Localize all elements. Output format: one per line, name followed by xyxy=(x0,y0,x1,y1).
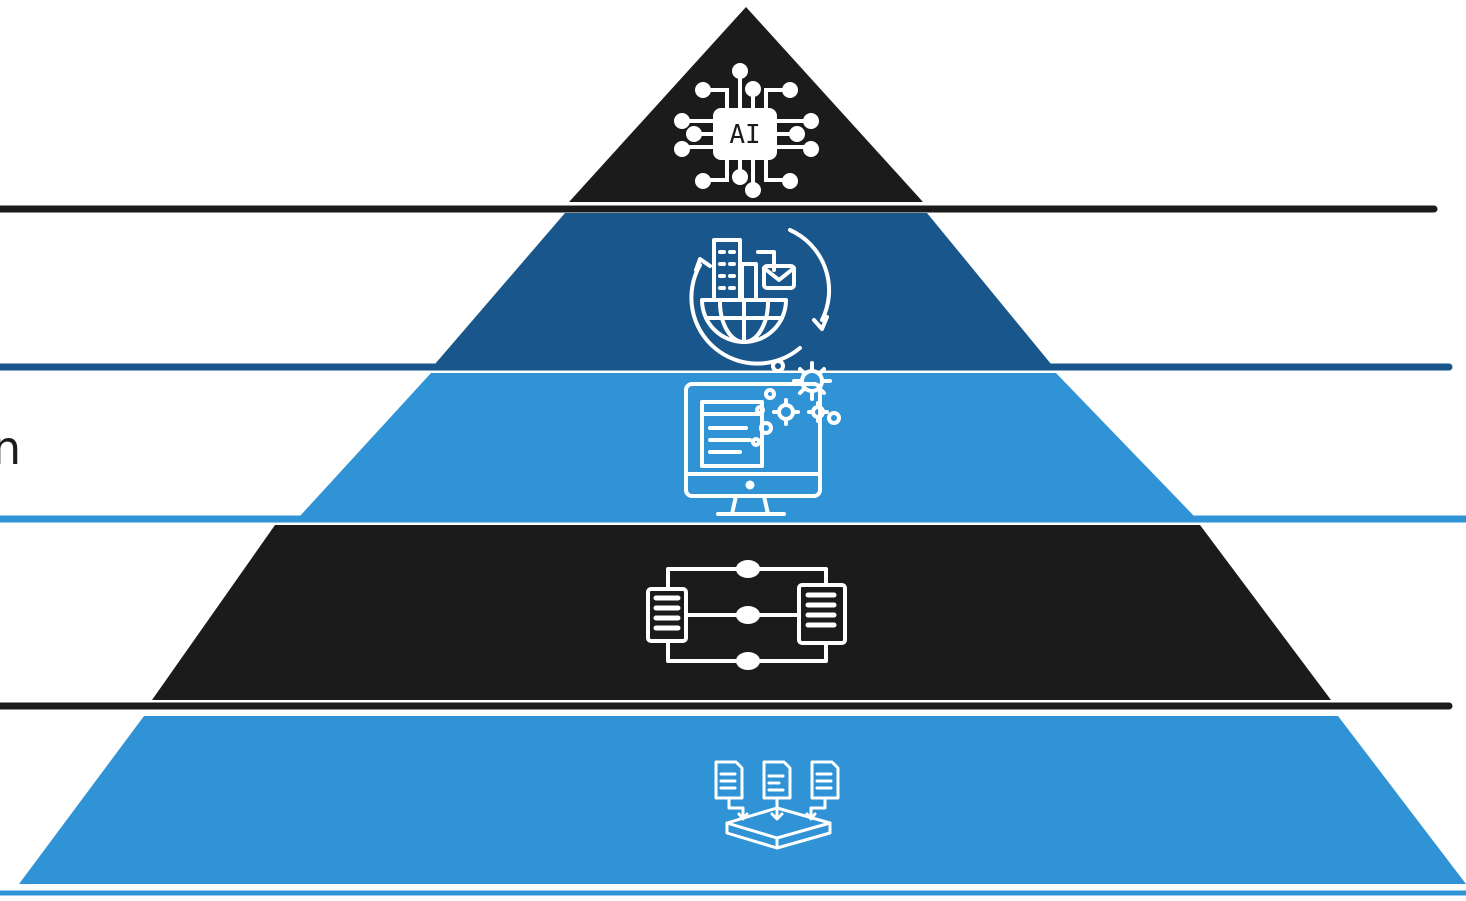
computer-gears-icon xyxy=(684,359,841,516)
data-flow-network-icon xyxy=(646,560,847,670)
ai-chip-label: AI xyxy=(729,120,760,150)
pyramid-level-3-application xyxy=(300,373,1194,516)
global-business-cycle-icon xyxy=(689,228,832,366)
ai-chip-icon xyxy=(674,63,819,198)
partial-left-text: n xyxy=(0,421,22,475)
documents-to-storage-icon xyxy=(714,760,840,850)
pyramid-level-5-data xyxy=(19,716,1466,884)
pyramid-level-1-ai xyxy=(569,7,923,202)
